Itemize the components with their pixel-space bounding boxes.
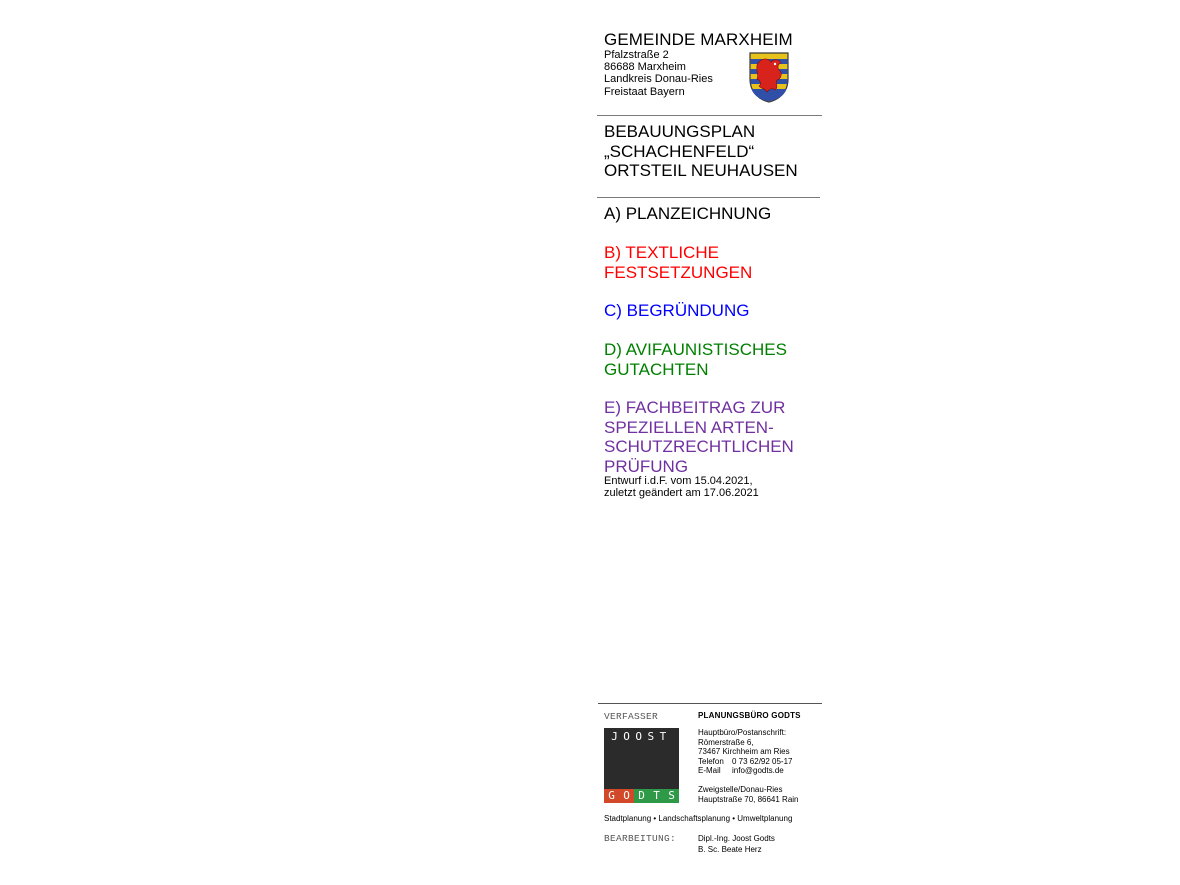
- part-line: D) AVIFAUNISTISCHES: [604, 340, 787, 359]
- part-line: PRÜFUNG: [604, 456, 689, 476]
- part-textliche-festsetzungen: B) TEXTLICHE FESTSETZUNGEN: [604, 243, 752, 282]
- logo-bottom-text: G O D T S: [604, 789, 679, 803]
- email-label: E-Mail: [698, 766, 721, 776]
- address-line: Landkreis Donau-Ries: [604, 73, 713, 86]
- part-line: C) BEGRÜNDUNG: [604, 301, 750, 320]
- head-office: Hauptbüro/Postanschrift: Römerstraße 6, …: [698, 728, 793, 776]
- hq-street: Römerstraße 6,: [698, 737, 754, 747]
- logo-letter: T: [649, 789, 664, 803]
- address-line: Pfalzstraße 2: [604, 49, 669, 61]
- version-line: Entwurf i.d.F. vom 15.04.2021,: [604, 475, 753, 487]
- part-line: E) FACHBEITRAG ZUR: [604, 398, 786, 417]
- municipality-name: GEMEINDE MARXHEIM: [604, 30, 793, 49]
- part-line: A) PLANZEICHNUNG: [604, 204, 772, 223]
- office-services: Stadtplanung • Landschaftsplanung • Umwe…: [604, 814, 793, 823]
- hq-phone-row: Telefon 0 73 62/92 05-17: [698, 757, 793, 767]
- editor-name: B. Sc. Beate Herz: [698, 844, 762, 854]
- part-line: GUTACHTEN: [604, 359, 709, 379]
- editors: Dipl.-Ing. Joost Godts B. Sc. Beate Herz: [698, 834, 775, 855]
- plan-title-line: BEBAUUNGSPLAN: [604, 122, 756, 141]
- divider: [597, 197, 820, 198]
- part-line: SCHUTZRECHTLICHEN: [604, 437, 794, 456]
- logo-letter: S: [664, 789, 679, 803]
- editor-name: Dipl.-Ing. Joost Godts: [698, 834, 775, 843]
- part-line: FESTSETZUNGEN: [604, 262, 753, 282]
- hq-heading: Hauptbüro/Postanschrift:: [698, 728, 787, 737]
- logo-letter: G: [604, 789, 619, 803]
- address-line: Freistaat Bayern: [604, 85, 685, 98]
- logo-letter: D: [634, 789, 649, 803]
- branch-office: Zweigstelle/Donau-Ries Hauptstraße 70, 8…: [698, 785, 799, 804]
- hq-email-row: E-Mail info@godts.de: [698, 766, 793, 776]
- phone-label: Telefon: [698, 756, 724, 766]
- version-note: Entwurf i.d.F. vom 15.04.2021, zuletzt g…: [604, 475, 759, 499]
- part-avifaunistisches-gutachten: D) AVIFAUNISTISCHES GUTACHTEN: [604, 340, 787, 379]
- office-logo: JOOST G O D T S: [604, 728, 679, 803]
- editor-label: BEARBEITUNG:: [604, 833, 677, 844]
- logo-top-text: JOOST: [611, 730, 672, 743]
- part-line: B) TEXTLICHE: [604, 243, 719, 262]
- divider: [597, 115, 822, 116]
- logo-letter: O: [619, 789, 634, 803]
- author-label: VERFASSER: [604, 711, 659, 722]
- branch-address: Hauptstraße 70, 86641 Rain: [698, 794, 799, 804]
- part-begruendung: C) BEGRÜNDUNG: [604, 301, 749, 321]
- phone-number: 0 73 62/92 05-17: [732, 756, 793, 766]
- plan-title: BEBAUUNGSPLAN „SCHACHENFELD“ ORTSTEIL NE…: [604, 122, 798, 181]
- part-planzeichnung: A) PLANZEICHNUNG: [604, 204, 771, 224]
- address-line: 86688 Marxheim: [604, 61, 686, 74]
- plan-title-line: „SCHACHENFELD“: [604, 141, 755, 161]
- office-name: PLANUNGSBÜRO GODTS: [698, 711, 801, 720]
- coat-of-arms-icon: [749, 52, 789, 103]
- divider: [598, 703, 822, 704]
- branch-heading: Zweigstelle/Donau-Ries: [698, 785, 783, 794]
- version-line: zuletzt geändert am 17.06.2021: [604, 487, 759, 500]
- hq-city: 73467 Kirchheim am Ries: [698, 747, 790, 757]
- email-address[interactable]: info@godts.de: [732, 766, 784, 776]
- plan-title-line: ORTSTEIL NEUHAUSEN: [604, 161, 798, 180]
- part-fachbeitrag-sap: E) FACHBEITRAG ZUR SPEZIELLEN ARTEN- SCH…: [604, 398, 794, 476]
- municipality-address: Pfalzstraße 2 86688 Marxheim Landkreis D…: [604, 49, 713, 98]
- part-line: SPEZIELLEN ARTEN-: [604, 417, 774, 437]
